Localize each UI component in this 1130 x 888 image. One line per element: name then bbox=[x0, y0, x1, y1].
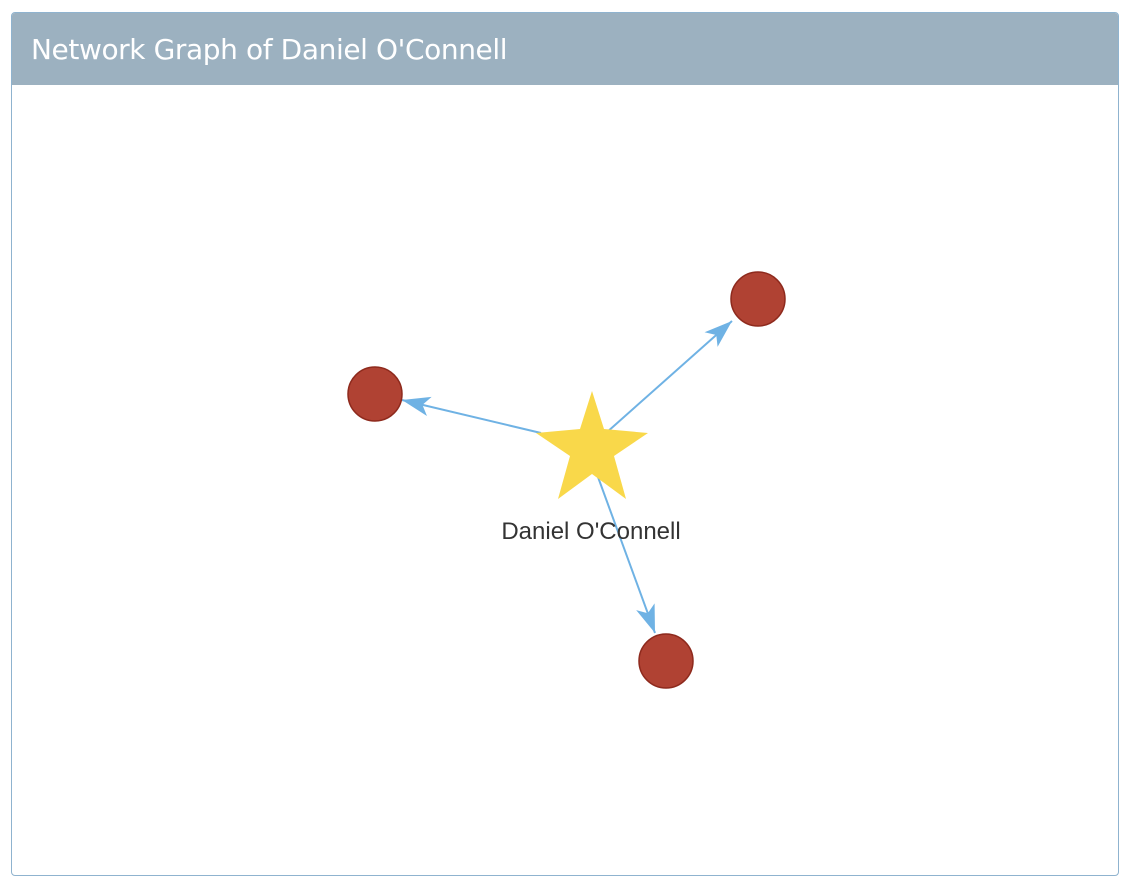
panel-title: Network Graph of Daniel O'Connell bbox=[31, 32, 508, 66]
panel-header: Network Graph of Daniel O'Connell bbox=[12, 13, 1118, 85]
network-graph-svg[interactable]: Daniel O'Connell bbox=[12, 85, 1118, 876]
edge-to-top-right-node[interactable] bbox=[605, 320, 733, 434]
network-graph-panel: Network Graph of Daniel O'Connell Dan bbox=[11, 12, 1119, 876]
graph-canvas[interactable]: Daniel O'Connell bbox=[12, 85, 1118, 876]
center-node-label: Daniel O'Connell bbox=[501, 518, 680, 545]
node-top-right[interactable] bbox=[730, 271, 786, 327]
node-left[interactable] bbox=[347, 366, 403, 422]
edge-to-bottom-node[interactable] bbox=[597, 476, 656, 634]
edge-to-left-node[interactable] bbox=[401, 396, 542, 434]
node-bottom[interactable] bbox=[638, 633, 694, 689]
center-node-star-icon[interactable] bbox=[536, 391, 648, 499]
